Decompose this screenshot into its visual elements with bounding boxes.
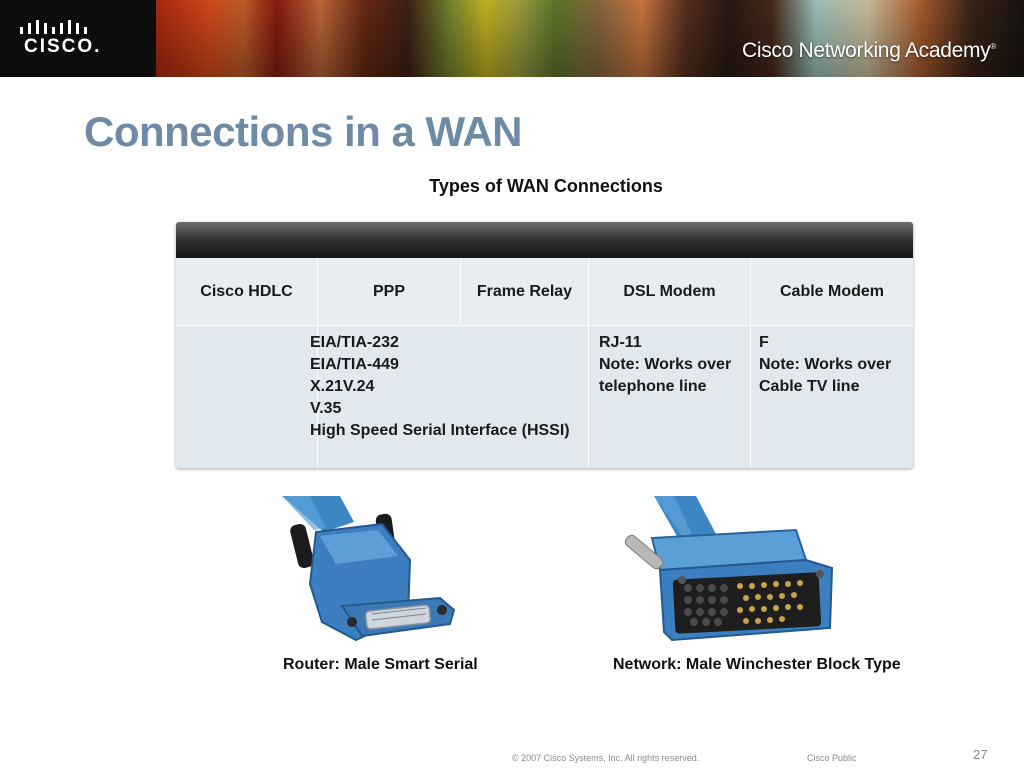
academy-name: Cisco Networking Academy® — [742, 39, 996, 63]
header-cisco-hdlc: Cisco HDLC — [176, 258, 318, 325]
serial-interfaces-list: EIA/TIA-232 EIA/TIA-449 X.21V.24 V.35 Hi… — [310, 332, 570, 442]
dsl-line: telephone line — [599, 378, 707, 395]
header-cable-modem: Cable Modem — [751, 258, 913, 325]
page-number: 27 — [973, 747, 988, 762]
banner-photo-shade — [156, 0, 1024, 77]
table-body-row — [176, 325, 913, 468]
cisco-logo-text: CISCO. — [24, 36, 102, 57]
body-col-dsl — [589, 325, 751, 468]
table-top-bar — [176, 222, 913, 258]
body-col-frame-relay — [461, 325, 589, 468]
dsl-connector-info: RJ-11 Note: Works over telephone line — [599, 332, 731, 398]
classification-label: Cisco Public — [807, 753, 857, 763]
cisco-bars-icon — [20, 20, 87, 34]
cable-line: Cable TV line — [759, 378, 860, 395]
serial-item: EIA/TIA-449 — [310, 356, 399, 373]
header-banner: CISCO. Cisco Networking Academy® — [0, 0, 1024, 77]
serial-item: High Speed Serial Interface (HSSI) — [310, 422, 570, 439]
copyright-notice: © 2007 Cisco Systems, Inc. All rights re… — [512, 753, 700, 763]
header-ppp: PPP — [318, 258, 461, 325]
router-connector-caption: Router: Male Smart Serial — [283, 656, 478, 673]
cable-line: Note: Works over — [759, 356, 892, 373]
serial-item: X.21V.24 — [310, 378, 375, 395]
slide-title: Connections in a WAN — [84, 108, 523, 155]
winchester-connector-image — [624, 496, 834, 642]
wan-connections-table: Cisco HDLC PPP Frame Relay DSL Modem Cab… — [176, 222, 913, 468]
cable-line: F — [759, 334, 769, 351]
serial-item: EIA/TIA-232 — [310, 334, 399, 351]
table-caption: Types of WAN Connections — [429, 176, 663, 196]
registered-mark: ® — [990, 42, 996, 51]
smart-serial-connector-image — [282, 496, 456, 642]
network-connector-caption: Network: Male Winchester Block Type — [613, 656, 901, 673]
academy-text: Cisco Networking Academy — [741, 39, 991, 62]
banner-photo-collage — [156, 0, 1024, 77]
serial-item: V.35 — [310, 400, 342, 417]
cisco-logo: CISCO. — [0, 0, 156, 77]
dsl-line: RJ-11 — [599, 334, 642, 351]
header-dsl-modem: DSL Modem — [589, 258, 751, 325]
body-col-hdlc — [176, 325, 318, 468]
dsl-line: Note: Works over — [599, 356, 732, 373]
header-frame-relay: Frame Relay — [461, 258, 589, 325]
cable-connector-info: F Note: Works over Cable TV line — [759, 332, 891, 398]
